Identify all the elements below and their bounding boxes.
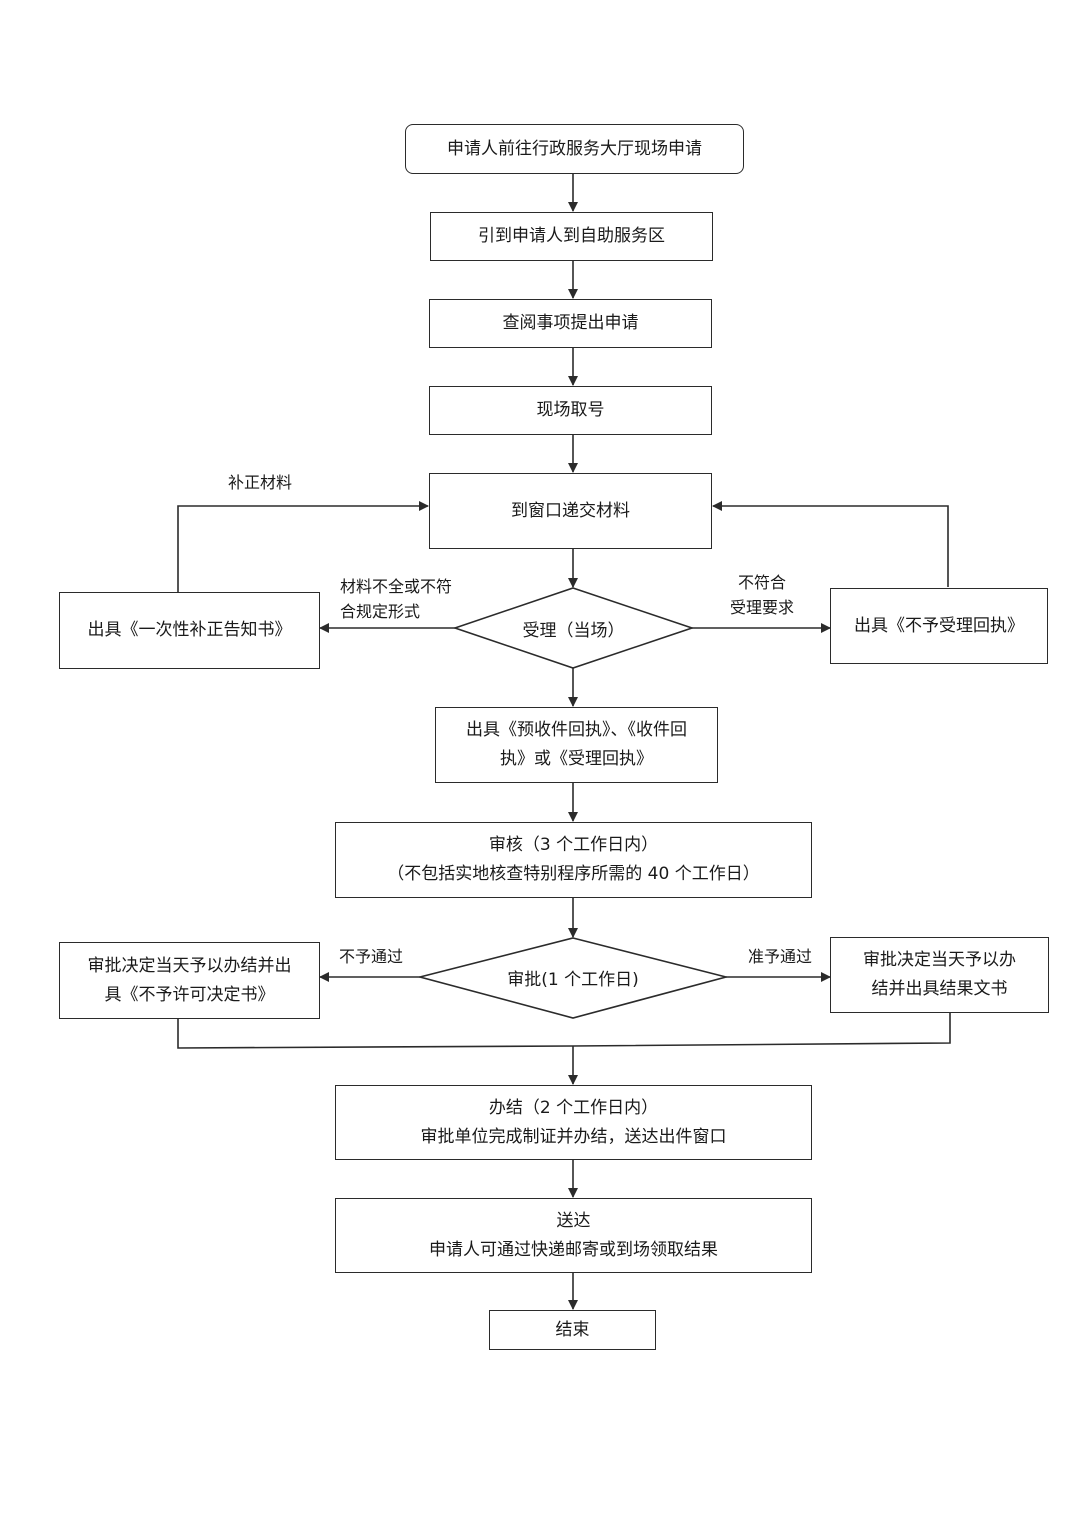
node-deny-decision-line-1: 审批决定当天予以办结并出 [87, 955, 292, 976]
node-complete-line-2: 审批单位完成制证并办结，送达出件窗口 [420, 1126, 727, 1147]
node-start: 申请人前往行政服务大厅现场申请 [405, 124, 744, 174]
node-accept-text: 受理（当场） [522, 620, 625, 641]
node-reject-receipt: 出具《不予受理回执》 [830, 588, 1048, 664]
node-review: 审核（3 个工作日内） （不包括实地核查特别程序所需的 40 个工作日） [335, 822, 812, 898]
node-approve-text: 审批(1 个工作日) [507, 969, 639, 990]
node-deliver-line-1: 送达 [556, 1210, 591, 1231]
node-complete-line-1: 办结（2 个工作日内） [488, 1097, 659, 1118]
node-deliver: 送达 申请人可通过快递邮寄或到场领取结果 [335, 1198, 812, 1273]
node-end: 结束 [489, 1310, 656, 1350]
node-complete: 办结（2 个工作日内） 审批单位完成制证并办结，送达出件窗口 [335, 1085, 812, 1160]
node-grant-decision: 审批决定当天予以办 结并出具结果文书 [830, 937, 1049, 1013]
label-incomplete: 材料不全或不符 合规定形式 [340, 574, 452, 624]
node-deliver-line-2: 申请人可通过快递邮寄或到场领取结果 [429, 1239, 718, 1260]
label-incomplete-line-1: 材料不全或不符 [340, 577, 453, 596]
node-guide-text: 引到申请人到自助服务区 [478, 226, 665, 246]
edge-reject-loop [712, 501, 949, 587]
edge-correction-loop [177, 501, 429, 592]
edge-deny-merge [177, 1019, 574, 1049]
node-approve: 审批(1 个工作日) [420, 954, 726, 1000]
node-receipt: 出具《预收件回执》、《收件回 执》或《受理回执》 [435, 707, 718, 783]
node-correction-notice-text: 出具《一次性补正告知书》 [87, 620, 292, 640]
label-incomplete-line-2: 合规定形式 [340, 602, 421, 621]
label-correct-materials-text: 补正材料 [228, 473, 293, 492]
label-pass: 准予通过 [748, 944, 812, 969]
node-guide: 引到申请人到自助服务区 [430, 212, 713, 261]
label-not-pass: 不予通过 [339, 944, 403, 969]
node-deny-decision-line-2: 具《不予许可决定书》 [104, 984, 275, 1005]
label-not-meet-line-1: 不符合 [738, 573, 787, 592]
label-not-pass-text: 不予通过 [339, 947, 404, 966]
label-correct-materials: 补正材料 [228, 470, 292, 495]
node-deny-decision: 审批决定当天予以办结并出 具《不予许可决定书》 [59, 942, 320, 1019]
label-not-meet-line-2: 受理要求 [730, 598, 795, 617]
node-reject-receipt-text: 出具《不予受理回执》 [854, 615, 1024, 636]
node-ticket: 现场取号 [429, 386, 712, 435]
label-pass-text: 准予通过 [748, 947, 813, 966]
node-browse: 查阅事项提出申请 [429, 299, 712, 348]
node-grant-decision-line-1: 审批决定当天予以办 [863, 950, 1016, 970]
node-start-text: 申请人前往行政服务大厅现场申请 [447, 138, 702, 159]
node-end-text: 结束 [555, 1319, 590, 1340]
label-not-meet: 不符合 受理要求 [730, 570, 794, 620]
node-accept: 受理（当场） [455, 605, 692, 651]
node-receipt-line-2: 执》或《受理回执》 [500, 749, 653, 769]
edge-grant-merge [572, 1013, 951, 1047]
node-grant-decision-line-2: 结并出具结果文书 [871, 979, 1008, 999]
decision-accept-shape [452, 587, 695, 669]
node-ticket-text: 现场取号 [536, 400, 605, 420]
node-review-line-1: 审核（3 个工作日内） [488, 835, 659, 855]
node-receipt-line-1: 出具《预收件回执》、《收件回 [466, 720, 687, 740]
node-browse-text: 查阅事项提出申请 [502, 313, 639, 333]
decision-approve-shape [416, 937, 730, 1019]
node-correction-notice: 出具《一次性补正告知书》 [59, 592, 320, 669]
node-submit: 到窗口递交材料 [429, 473, 712, 549]
node-submit-text: 到窗口递交材料 [511, 500, 630, 521]
node-review-line-2: （不包括实地核查特别程序所需的 40 个工作日） [387, 864, 760, 884]
